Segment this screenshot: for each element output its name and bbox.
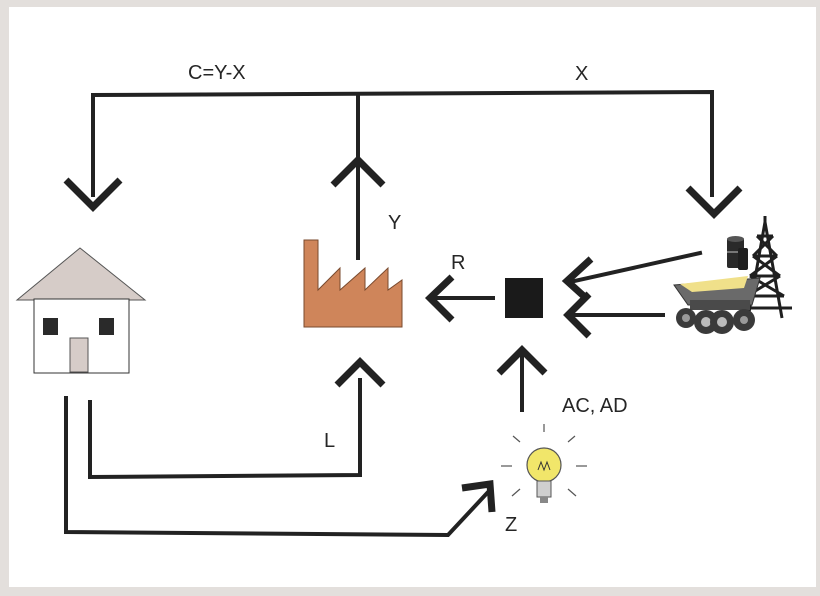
house-icon [17,248,145,373]
arrowhead-z [462,484,492,512]
labor-line [90,380,360,477]
label-l: L [324,430,335,452]
lightbulb-icon [501,424,587,503]
label-r: R [451,252,465,274]
ac-ad-flow [499,350,545,410]
labor-flow [90,362,383,477]
black-square-icon [505,278,543,318]
label-y: Y [388,212,401,234]
label-ac-ad: AC, AD [562,395,628,417]
top-flow-arrows [66,92,740,258]
label-x: X [575,63,588,85]
label-z: Z [505,514,517,536]
dump-truck-icon [674,276,760,334]
top-distribution-line [93,92,712,195]
r-flow [430,277,493,320]
label-c: C=Y-X [188,62,246,84]
z-line [66,398,490,535]
resource-line-upper [570,253,700,282]
z-flow [66,398,492,535]
oil-barrels-icon [727,236,748,270]
factory-icon [304,240,402,327]
